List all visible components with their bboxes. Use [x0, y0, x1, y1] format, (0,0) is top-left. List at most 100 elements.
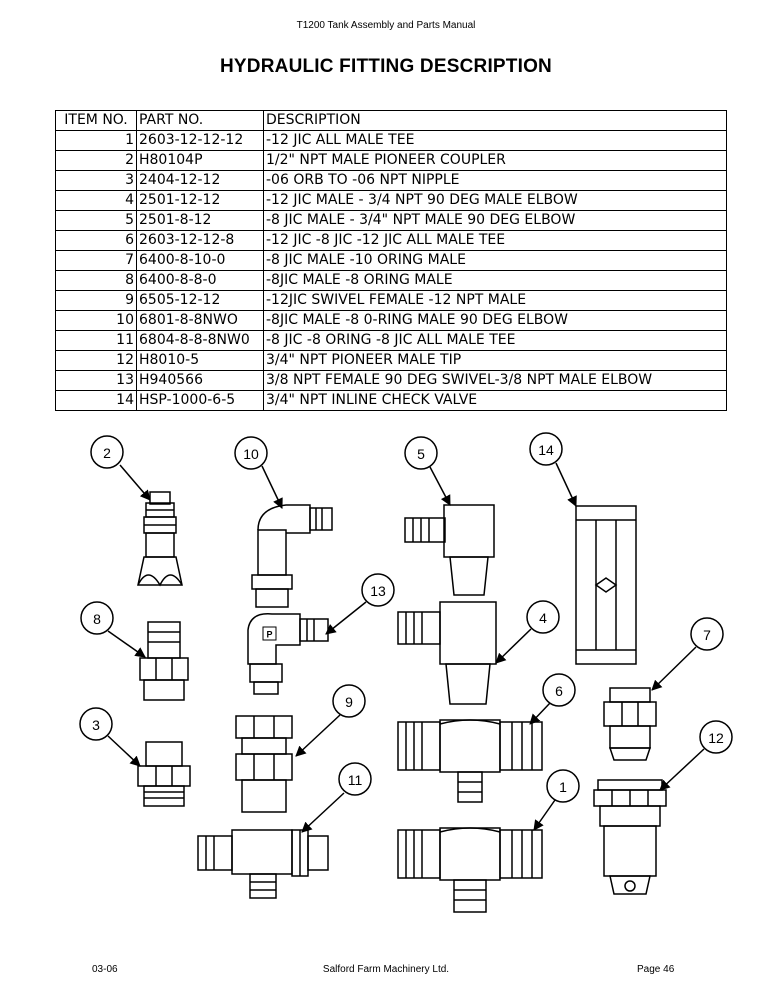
item-number: 5 [55, 210, 137, 231]
part-number: 2404-12-12 [136, 170, 264, 191]
part-description: -8 JIC MALE -10 ORING MALE [263, 250, 727, 271]
item-number: 12 [55, 350, 137, 371]
callout-6: 6 [529, 673, 576, 725]
part-description: -8JIC MALE -8 0-RING MALE 90 DEG ELBOW [263, 310, 727, 331]
part-description: -12 JIC ALL MALE TEE [263, 130, 727, 151]
callout-11: 11 [301, 762, 372, 833]
part-number: 6400-8-10-0 [136, 250, 264, 271]
callout-7: 7 [651, 617, 724, 691]
fitting-5-elbow [404, 504, 495, 596]
fitting-9-swivel [235, 715, 293, 813]
page-title: HYDRAULIC FITTING DESCRIPTION [220, 56, 552, 77]
part-description: 3/8 NPT FEMALE 90 DEG SWIVEL-3/8 NPT MAL… [263, 370, 727, 391]
fitting-8-adapter [139, 621, 189, 701]
fitting-7-adapter [603, 687, 657, 761]
part-number: 6801-8-8NWO [136, 310, 264, 331]
callout-2: 2 [90, 435, 151, 501]
part-number: H80104P [136, 150, 264, 171]
item-number: 14 [55, 390, 137, 411]
callout-3: 3 [79, 707, 141, 767]
item-number: 8 [55, 270, 137, 291]
part-description: 3/4" NPT PIONEER MALE TIP [263, 350, 727, 371]
callout-number: 7 [703, 627, 711, 643]
part-description: -8JIC MALE -8 ORING MALE [263, 270, 727, 291]
part-number: 6804-8-8-8NW0 [136, 330, 264, 351]
callout-12: 12 [659, 720, 733, 791]
callout-number: 4 [539, 610, 547, 626]
fitting-2-pioneer-coupler [137, 491, 183, 587]
part-number: 6400-8-8-0 [136, 270, 264, 291]
part-number: 2501-12-12 [136, 190, 264, 211]
callout-number: 3 [92, 717, 100, 733]
part-description: 1/2" NPT MALE PIONEER COUPLER [263, 150, 727, 171]
callout-number: 10 [243, 446, 259, 462]
part-description: -8 JIC -8 ORING -8 JIC ALL MALE TEE [263, 330, 727, 351]
part-description: 3/4" NPT INLINE CHECK VALVE [263, 390, 727, 411]
item-number: 4 [55, 190, 137, 211]
callout-4: 4 [495, 600, 560, 664]
callout-number: 2 [103, 445, 111, 461]
callout-number: 1 [559, 779, 567, 795]
part-description: -12JIC SWIVEL FEMALE -12 NPT MALE [263, 290, 727, 311]
item-number: 7 [55, 250, 137, 271]
item-number: 3 [55, 170, 137, 191]
part-number: H940566 [136, 370, 264, 391]
item-number: 13 [55, 370, 137, 391]
table-header-row: ITEM NO. PART NO. DESCRIPTION [55, 110, 727, 131]
fitting-13-swivel-elbow: P [247, 613, 329, 695]
item-number: 2 [55, 150, 137, 171]
part-number: 2501-8-12 [136, 210, 264, 231]
callout-number: 12 [708, 730, 724, 746]
column-header-description: DESCRIPTION [263, 110, 727, 131]
callout-8: 8 [80, 601, 146, 658]
footer-date-code: 03-06 [92, 964, 118, 975]
callout-5: 5 [404, 436, 451, 506]
fitting-10-elbow [251, 504, 333, 608]
footer-company: Salford Farm Machinery Ltd. [322, 964, 450, 975]
callout-number: 6 [555, 683, 563, 699]
fitting-4-elbow [397, 601, 497, 705]
part-number: 2603-12-12-8 [136, 230, 264, 251]
part-number: 6505-12-12 [136, 290, 264, 311]
fitting-1-tee [397, 827, 543, 913]
part-description: -8 JIC MALE - 3/4" NPT MALE 90 DEG ELBOW [263, 210, 727, 231]
item-number: 6 [55, 230, 137, 251]
part-number: H8010-5 [136, 350, 264, 371]
column-header-item-no: ITEM NO. [55, 110, 137, 131]
callout-13: 13 [325, 573, 395, 635]
fitting-3-nipple [137, 741, 191, 807]
part-number: 2603-12-12-12 [136, 130, 264, 151]
fitting-14-check-valve [575, 505, 637, 665]
item-number: 11 [55, 330, 137, 351]
part-description: -12 JIC -8 JIC -12 JIC ALL MALE TEE [263, 230, 727, 251]
callout-9: 9 [295, 684, 366, 757]
part-number: HSP-1000-6-5 [136, 390, 264, 411]
fittings-drawing: 2 10 5 1 4 [79, 432, 733, 913]
callout-1: 1 [533, 769, 580, 831]
callout-number: 8 [93, 611, 101, 627]
column-header-part-no: PART NO. [136, 110, 264, 131]
callout-number: 13 [370, 583, 386, 599]
footer-page-number: Page 46 [637, 964, 675, 975]
fitting-11-tee [197, 829, 329, 899]
callout-number: 5 [417, 446, 425, 462]
callout-number: 9 [345, 694, 353, 710]
callout-10: 10 [234, 436, 283, 509]
item-number: 10 [55, 310, 137, 331]
part-description: -06 ORB TO -06 NPT NIPPLE [263, 170, 727, 191]
item-number: 9 [55, 290, 137, 311]
